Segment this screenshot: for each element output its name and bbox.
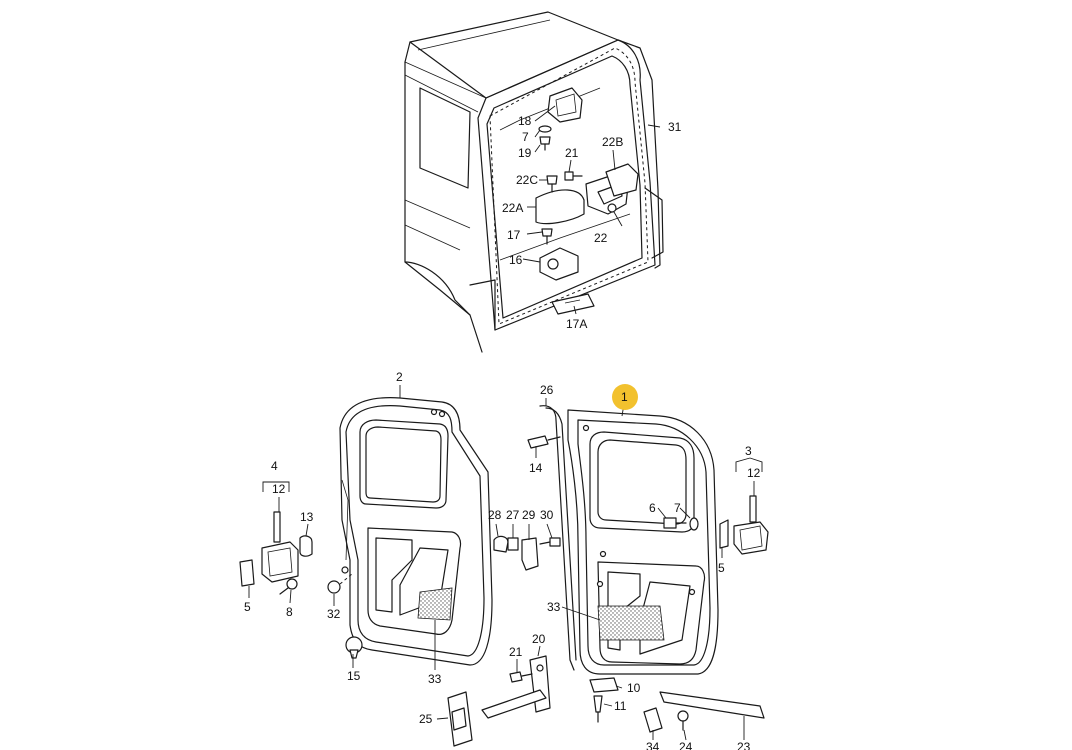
callout-7-top: 7 <box>522 130 529 144</box>
callout-24: 24 <box>679 740 693 750</box>
callout-28: 28 <box>488 508 502 522</box>
bracket-rod-left <box>481 689 547 719</box>
callout-33-right: 33 <box>547 600 561 614</box>
plug-part-15 <box>345 636 363 659</box>
lock-part-20 <box>529 655 551 713</box>
callout-11: 11 <box>614 699 627 713</box>
callout-4: 4 <box>271 459 278 473</box>
callout-3: 3 <box>745 444 752 458</box>
callout-5-right: 5 <box>718 561 725 575</box>
callout-22B: 22B <box>602 135 623 149</box>
callout-5-left: 5 <box>244 600 251 614</box>
callout-18: 18 <box>518 114 532 128</box>
callout-30: 30 <box>540 508 554 522</box>
screw-part-8 <box>279 578 298 595</box>
screw-part-24 <box>677 710 689 731</box>
callout-16: 16 <box>509 253 523 267</box>
leader-lines <box>248 105 763 741</box>
callout-23: 23 <box>737 740 751 750</box>
callout-15: 15 <box>347 669 361 683</box>
highlight-marker <box>612 384 638 410</box>
striker-lower-16 <box>539 247 579 281</box>
callout-10: 10 <box>627 681 641 695</box>
clip-22C <box>546 175 558 193</box>
callout-6: 6 <box>649 501 656 515</box>
callout-29: 29 <box>522 508 536 522</box>
clip-part-28 <box>493 535 509 553</box>
callout-labels: 18 7 19 21 22C 22A 22B 22 17 16 17A 31 2… <box>244 114 761 750</box>
lock-cylinder-34 <box>643 707 663 733</box>
grommet-part-32 <box>327 573 353 594</box>
pad-part-10 <box>589 677 619 693</box>
callout-32: 32 <box>327 607 341 621</box>
callout-1: 1 <box>621 390 628 404</box>
bolt-part-17 <box>541 228 553 245</box>
callout-8: 8 <box>286 605 293 619</box>
callout-33-left: 33 <box>428 672 442 686</box>
callout-12-right: 12 <box>747 466 761 480</box>
callout-13: 13 <box>300 510 314 524</box>
callout-17: 17 <box>507 228 521 242</box>
seal-strip-26 <box>539 405 577 671</box>
callout-7-right: 7 <box>674 501 681 515</box>
screw-21-top <box>564 171 583 181</box>
screw-part-21-bottom <box>509 671 533 683</box>
vehicle-rear-body <box>404 11 664 353</box>
callout-21-top: 21 <box>565 146 579 160</box>
tailgate-striker-upper <box>547 87 583 123</box>
washer-part-7 <box>538 125 552 133</box>
left-rear-door <box>339 397 493 666</box>
bracket-part-29 <box>521 537 539 571</box>
callout-22C: 22C <box>516 173 538 187</box>
callout-17A: 17A <box>566 317 587 331</box>
callout-34: 34 <box>646 740 660 750</box>
callout-26: 26 <box>540 383 554 397</box>
callout-2: 2 <box>396 370 403 384</box>
bracket-22B <box>605 163 639 197</box>
hinge-assembly-left <box>239 511 299 587</box>
clip-part-13 <box>299 535 313 557</box>
callout-20: 20 <box>532 632 546 646</box>
bolt-part-19 <box>539 136 551 151</box>
handle-cover-22A <box>535 189 585 225</box>
clip-part-27 <box>507 537 519 551</box>
callout-25: 25 <box>419 712 433 726</box>
plate-17A <box>551 293 595 315</box>
washer-part-7-right <box>689 517 699 531</box>
screw-part-11 <box>593 695 603 723</box>
buffer-part-14 <box>527 435 561 449</box>
screw-part-6 <box>663 517 687 529</box>
rail-part-23 <box>659 691 765 719</box>
cover-part-25 <box>447 691 473 747</box>
callout-31: 31 <box>668 120 682 134</box>
callout-21-bottom: 21 <box>509 645 523 659</box>
callout-12-left: 12 <box>272 482 286 496</box>
screw-part-30 <box>539 537 561 547</box>
callout-22A: 22A <box>502 201 523 215</box>
callout-27: 27 <box>506 508 520 522</box>
callout-19: 19 <box>518 146 532 160</box>
right-rear-door <box>567 409 719 675</box>
callout-14: 14 <box>529 461 543 475</box>
hinge-assembly-right <box>719 495 769 555</box>
callout-22: 22 <box>594 231 608 245</box>
